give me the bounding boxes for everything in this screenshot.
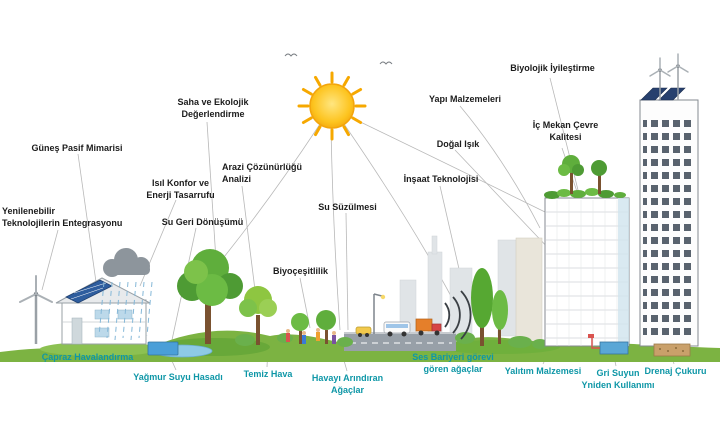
sound-wave-arcs (444, 290, 472, 340)
label-water-infiltration: Su Süzülmesi (318, 202, 377, 212)
label-construction-technology: İnşaat Teknolojisi (403, 174, 479, 184)
label-drainage-pit: Drenaj Çukuru (644, 366, 707, 376)
label-indoor-environment-quality: İç Mekan Çevre Kalitesi (532, 120, 599, 142)
label-thermal-comfort-energy-saving: Isıl Konfor ve Enerji Tasarrufu (146, 178, 215, 200)
bird-icons (284, 53, 393, 65)
green-roof (544, 155, 626, 199)
label-water-recycling: Su Geri Dönüşümü (161, 217, 244, 227)
noise-barrier-trees (471, 268, 508, 346)
medium-tree (239, 286, 277, 345)
label-building-materials: Yapı Malzemeleri (428, 94, 502, 104)
rain-cloud (103, 248, 150, 277)
solar-house (55, 277, 151, 345)
label-site-ecological-assessment: Saha ve Ekolojik Değerlendirme (177, 97, 249, 119)
label-insulation-material: Yalıtım Malzemesi (504, 366, 582, 376)
street-lamp (373, 293, 386, 334)
tower-building (639, 53, 699, 347)
truck (415, 318, 442, 336)
greywater-tank (588, 334, 629, 355)
big-tree (177, 249, 243, 344)
label-solar-passive-architecture: Güneş Pasif Mimarisi (31, 143, 123, 153)
car (355, 326, 372, 337)
label-renewable-tech-integration: Yenilenebilir Teknolojilerin Entegrasyon… (2, 206, 123, 228)
label-natural-light: Doğal Işık (436, 139, 480, 149)
label-air-purifying-trees: Havayı Arındıran Ağaçlar (311, 373, 384, 395)
label-cross-ventilation: Çapraz Havalandırma (41, 352, 134, 362)
label-biodiversity: Biyoçeşitlilik (272, 266, 329, 276)
rainwater-tank (147, 341, 179, 356)
green-roof-building (544, 155, 630, 347)
drainage-pit (653, 343, 691, 357)
label-clean-air: Temiz Hava (243, 369, 293, 379)
label-biological-remediation: Biyolojik İyileştirme (510, 63, 595, 73)
bus (383, 321, 411, 337)
label-noise-barrier-trees: Ses Bariyeri görevi gören ağaçlar (412, 352, 494, 374)
label-land-resolution-analysis: Arazi Çözünürlüğü Analizi (222, 162, 302, 184)
label-greywater-reuse: Gri Suyun Yniden Kullanımı (581, 368, 655, 390)
sun-icon (297, 71, 367, 141)
park-trees (291, 310, 336, 344)
people (286, 328, 336, 344)
wind-turbine-left (19, 275, 53, 344)
rain (98, 281, 153, 341)
wind-turbine-rooftop (649, 53, 689, 100)
label-rainwater-harvesting: Yağmur Suyu Hasadı (133, 372, 223, 382)
